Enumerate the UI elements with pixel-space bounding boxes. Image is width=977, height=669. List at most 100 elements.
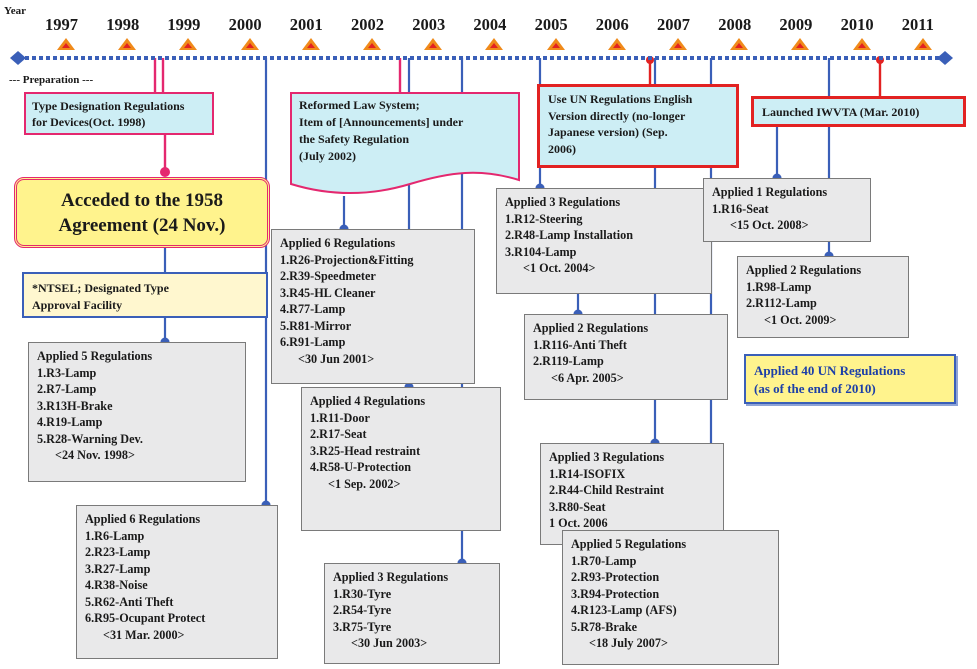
axis-label-year: Year: [4, 5, 26, 17]
box-line: 1 Oct. 2006: [549, 516, 608, 530]
box-line: 1.R26-Projection&Fitting: [280, 252, 414, 267]
box-line: 3.R13H-Brake: [37, 398, 113, 413]
triangle-marker-icon: [301, 38, 320, 50]
callout-line: Japanese version) (Sep.: [548, 125, 668, 139]
box-line: 1.R30-Tyre: [333, 586, 392, 601]
triangle-marker-icon: [791, 38, 810, 50]
box-line: 1.R16-Seat: [712, 201, 769, 216]
box-line: 2.R119-Lamp: [533, 354, 604, 368]
box-line: 1.R6-Lamp: [85, 528, 145, 543]
box-line: 4.R38-Noise: [85, 578, 148, 592]
box-line: 5.R81-Mirror: [280, 318, 352, 333]
box-line: Applied 2 Regulations: [533, 321, 649, 335]
regulations-box-1998: Applied 5 Regulations 1.R3-Lamp 2.R7-Lam…: [28, 342, 246, 482]
year-label-2005: 2005: [534, 15, 568, 34]
callout-line: Acceded to the 1958: [61, 190, 223, 211]
box-line: Applied 3 Regulations: [333, 570, 449, 584]
box-line: 5.R62-Anti Theft: [85, 594, 174, 609]
callout-line: (July 2002): [299, 149, 356, 163]
box-line: 1.R11-Door: [310, 410, 370, 425]
box-line: Applied 6 Regulations: [280, 236, 396, 250]
year-label-1999: 1999: [167, 15, 201, 34]
year-label-2011: 2011: [901, 15, 934, 34]
callout-line: for Devices(Oct. 1998): [32, 115, 146, 129]
callout-line: *NTSEL; Designated Type: [32, 281, 169, 295]
box-date: <18 July 2007>: [589, 636, 668, 650]
box-line: 3.R45-HL Cleaner: [280, 285, 376, 300]
callout-line: 2006): [548, 141, 576, 156]
box-date: <30 Jun 2003>: [351, 636, 428, 650]
box-line: Applied 3 Regulations: [549, 450, 665, 464]
regulations-box-2005: Applied 2 Regulations 1.R116-Anti Theft …: [524, 314, 728, 400]
year-label-2008: 2008: [718, 15, 752, 34]
callout-line: Use UN Regulations English: [548, 92, 693, 106]
box-line: 1.R12-Steering: [505, 211, 583, 226]
regulations-box-2009: Applied 2 Regulations 1.R98-Lamp 2.R112-…: [737, 256, 909, 338]
callout-line: Agreement (24 Nov.): [58, 215, 226, 236]
year-label-1998: 1998: [106, 15, 140, 34]
regulations-box-2002: Applied 4 Regulations 1.R11-Door 2.R17-S…: [301, 387, 501, 531]
regulations-box-2007: Applied 5 Regulations 1.R70-Lamp 2.R93-P…: [562, 530, 779, 665]
summary-line: Applied 40 UN Regulations: [754, 363, 906, 378]
box-line: Applied 4 Regulations: [310, 394, 426, 408]
box-date: <24 Nov. 1998>: [55, 448, 135, 462]
year-label-1997: 1997: [45, 15, 78, 34]
summary-line: (as of the end of 2010): [754, 381, 876, 396]
triangle-marker-icon: [179, 38, 198, 50]
triangle-marker-icon: [669, 38, 687, 50]
callout-acceded-1958-agreement: Acceded to the 1958 Agreement (24 Nov.): [14, 177, 270, 248]
box-line: 2.R112-Lamp: [746, 296, 817, 310]
triangle-marker-icon: [485, 38, 504, 50]
year-label-2010: 2010: [840, 15, 874, 34]
box-line: Applied 6 Regulations: [85, 512, 201, 526]
box-date: <31 Mar. 2000>: [103, 627, 185, 642]
box-date: <15 Oct. 2008>: [730, 218, 809, 232]
box-date: <1 Oct. 2004>: [523, 261, 596, 275]
regulations-box-2008: Applied 1 Regulations 1.R16-Seat <15 Oct…: [703, 178, 871, 242]
box-line: 4.R19-Lamp: [37, 415, 103, 429]
box-line: 2.R7-Lamp: [37, 382, 97, 396]
triangle-marker-icon: [424, 38, 443, 50]
year-label-2002: 2002: [351, 15, 384, 34]
triangle-marker-icon: [363, 38, 381, 50]
box-line: 4.R58-U-Protection: [310, 460, 411, 474]
box-line: 2.R17-Seat: [310, 427, 367, 441]
box-line: 2.R93-Protection: [571, 570, 660, 584]
box-line: 3.R104-Lamp: [505, 244, 577, 259]
triangle-marker-icon: [607, 38, 626, 50]
callout-iwvta: Launched IWVTA (Mar. 2010): [751, 96, 966, 127]
year-label-2009: 2009: [779, 15, 813, 34]
box-line: 2.R44-Child Restraint: [549, 483, 665, 497]
box-line: Applied 5 Regulations: [571, 537, 687, 551]
callout-line: Approval Facility: [32, 297, 123, 312]
box-date: <1 Oct. 2009>: [764, 312, 837, 327]
preparation-label: --- Preparation ---: [9, 74, 94, 86]
box-line: 2.R23-Lamp: [85, 545, 151, 559]
box-line: Applied 3 Regulations: [505, 195, 621, 209]
year-label-2006: 2006: [595, 15, 629, 34]
triangle-marker-icon: [240, 38, 259, 50]
box-line: 3.R80-Seat: [549, 499, 606, 514]
box-line: Applied 2 Regulations: [746, 263, 862, 277]
triangle-marker-icon: [118, 38, 137, 50]
callout-reformed-law: Reformed Law System; Item of [Announceme…: [299, 97, 463, 165]
box-line: 4.R77-Lamp: [280, 302, 346, 316]
box-line: 2.R54-Tyre: [333, 603, 392, 617]
triangle-marker-icon: [852, 38, 871, 50]
box-date: <1 Sep. 2002>: [328, 476, 401, 491]
callout-ntsel: *NTSEL; Designated Type Approval Facilit…: [22, 272, 268, 318]
box-line: 3.R27-Lamp: [85, 561, 151, 576]
year-label-2007: 2007: [657, 15, 690, 34]
box-line: 1.R3-Lamp: [37, 365, 97, 380]
box-line: Applied 5 Regulations: [37, 349, 153, 363]
box-line: 2.R39-Speedmeter: [280, 269, 376, 283]
box-line: 1.R116-Anti Theft: [533, 337, 627, 352]
regulations-box-2006: Applied 3 Regulations 1.R14-ISOFIX 2.R44…: [540, 443, 724, 545]
callout-un-regulations-english: Use UN Regulations English Version direc…: [537, 84, 739, 168]
year-label-2001: 2001: [289, 15, 323, 34]
box-line: 1.R98-Lamp: [746, 279, 812, 294]
regulations-box-2000: Applied 6 Regulations 1.R6-Lamp 2.R23-La…: [76, 505, 278, 659]
callout-reformed-law-shape: [290, 92, 520, 194]
box-line: 5.R78-Brake: [571, 619, 638, 634]
box-line: Applied 1 Regulations: [712, 185, 828, 199]
